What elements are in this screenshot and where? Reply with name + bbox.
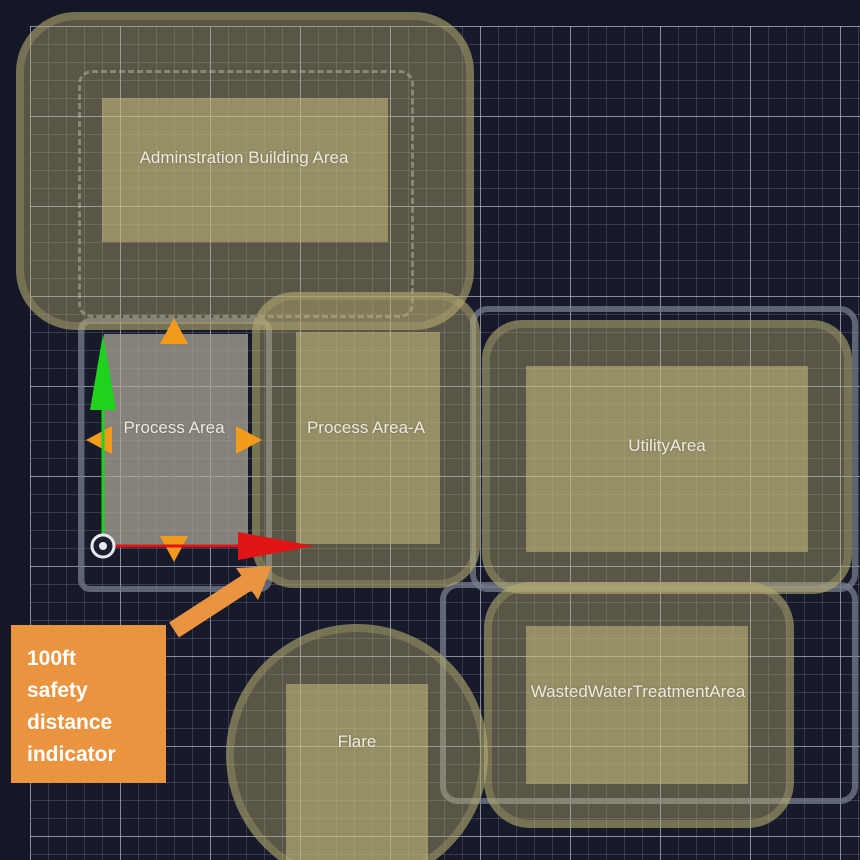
process-area-fill: [104, 334, 248, 546]
origin-target-icon[interactable]: [90, 533, 116, 559]
east-boundary-frame: [470, 306, 858, 592]
process-a-area-fill: [296, 332, 440, 544]
utility-area-label: UtilityArea: [628, 436, 706, 455]
resize-handle-bottom-icon[interactable]: [160, 536, 188, 562]
zone-flare[interactable]: Flare: [226, 624, 488, 860]
zone-process-area[interactable]: Process Area: [104, 334, 248, 546]
safety-distance-callout: 100ft safety distance indicator: [11, 625, 166, 783]
admin-boundary-frame: [78, 70, 414, 318]
process-area-label: Process Area: [123, 418, 225, 437]
resize-handle-right-icon[interactable]: [236, 426, 262, 454]
zone-utility-area[interactable]: UtilityArea: [482, 320, 852, 594]
utility-area-fill: [526, 366, 808, 552]
move-x-arrow-icon[interactable]: [238, 532, 314, 560]
flare-area-label: Flare: [337, 732, 377, 751]
resize-handle-left-icon[interactable]: [86, 426, 112, 454]
admin-area-label: Adminstration Building Area: [139, 148, 349, 167]
move-y-arrow-icon[interactable]: [90, 334, 116, 410]
callout-pointer-arrow-icon: [169, 566, 272, 638]
resize-handle-top-icon[interactable]: [160, 318, 188, 344]
process-a-area-label: Process Area-A: [306, 418, 426, 437]
zone-wastewater-treatment[interactable]: WastedWaterTreatmentArea: [484, 582, 794, 828]
callout-text: 100ft safety distance indicator: [27, 647, 116, 766]
zone-administration-building[interactable]: Adminstration Building Area: [16, 12, 474, 330]
flare-area-fill: [286, 684, 428, 860]
wastewater-area-label: WastedWaterTreatmentArea: [530, 682, 746, 701]
wastewater-area-fill: [526, 626, 748, 784]
admin-area-fill: [102, 98, 388, 242]
